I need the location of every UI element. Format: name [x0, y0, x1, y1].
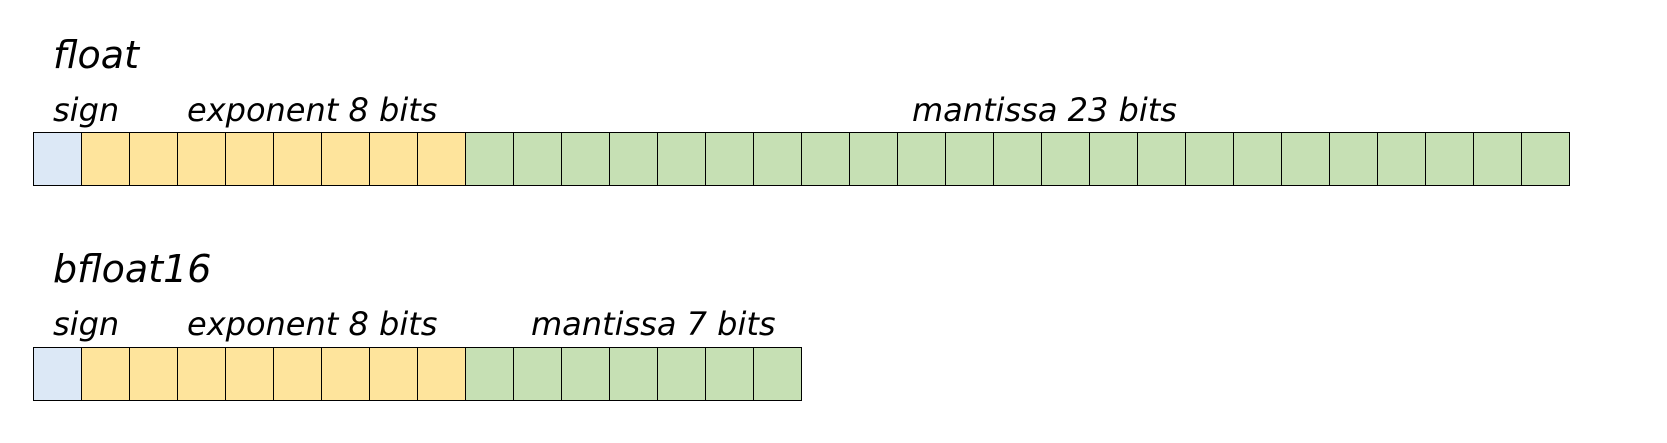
mantissa-bit	[465, 132, 514, 186]
mantissa-bit	[657, 132, 706, 186]
exponent-bit	[129, 132, 178, 186]
mantissa-bit	[1329, 132, 1378, 186]
exponent-bit	[129, 347, 178, 401]
mantissa-bit	[1521, 132, 1570, 186]
mantissa-bit	[657, 347, 706, 401]
float-title: float	[53, 33, 139, 77]
bfloat16-mantissa-label: mantissa 7 bits	[531, 305, 776, 343]
mantissa-bit	[1377, 132, 1426, 186]
mantissa-bit	[1137, 132, 1186, 186]
exponent-bit	[81, 132, 130, 186]
exponent-bit	[369, 347, 418, 401]
mantissa-bit	[609, 347, 658, 401]
float-sign-label: sign	[53, 91, 120, 129]
mantissa-bit	[1473, 132, 1522, 186]
exponent-bit	[273, 347, 322, 401]
mantissa-bit	[1041, 132, 1090, 186]
exponent-bit	[321, 347, 370, 401]
bfloat16-bit-row	[33, 347, 802, 401]
mantissa-bit	[1185, 132, 1234, 186]
float-bit-row	[33, 132, 1570, 186]
float-mantissa-label: mantissa 23 bits	[912, 91, 1177, 129]
mantissa-bit	[513, 132, 562, 186]
mantissa-bit	[561, 347, 610, 401]
sign-bit	[33, 347, 82, 401]
mantissa-bit	[1233, 132, 1282, 186]
mantissa-bit	[753, 347, 802, 401]
bfloat16-title: bfloat16	[53, 247, 212, 291]
exponent-bit	[81, 347, 130, 401]
mantissa-bit	[1281, 132, 1330, 186]
exponent-bit	[177, 347, 226, 401]
bfloat16-sign-label: sign	[53, 305, 120, 343]
mantissa-bit	[753, 132, 802, 186]
exponent-bit	[273, 132, 322, 186]
mantissa-bit	[705, 347, 754, 401]
mantissa-bit	[513, 347, 562, 401]
mantissa-bit	[993, 132, 1042, 186]
bfloat16-exponent-label: exponent 8 bits	[187, 305, 438, 343]
mantissa-bit	[465, 347, 514, 401]
exponent-bit	[225, 132, 274, 186]
sign-bit	[33, 132, 82, 186]
exponent-bit	[177, 132, 226, 186]
exponent-bit	[417, 132, 466, 186]
mantissa-bit	[897, 132, 946, 186]
mantissa-bit	[801, 132, 850, 186]
mantissa-bit	[849, 132, 898, 186]
float-exponent-label: exponent 8 bits	[187, 91, 438, 129]
mantissa-bit	[1089, 132, 1138, 186]
exponent-bit	[321, 132, 370, 186]
mantissa-bit	[705, 132, 754, 186]
mantissa-bit	[1425, 132, 1474, 186]
mantissa-bit	[561, 132, 610, 186]
mantissa-bit	[945, 132, 994, 186]
mantissa-bit	[609, 132, 658, 186]
exponent-bit	[417, 347, 466, 401]
exponent-bit	[369, 132, 418, 186]
exponent-bit	[225, 347, 274, 401]
